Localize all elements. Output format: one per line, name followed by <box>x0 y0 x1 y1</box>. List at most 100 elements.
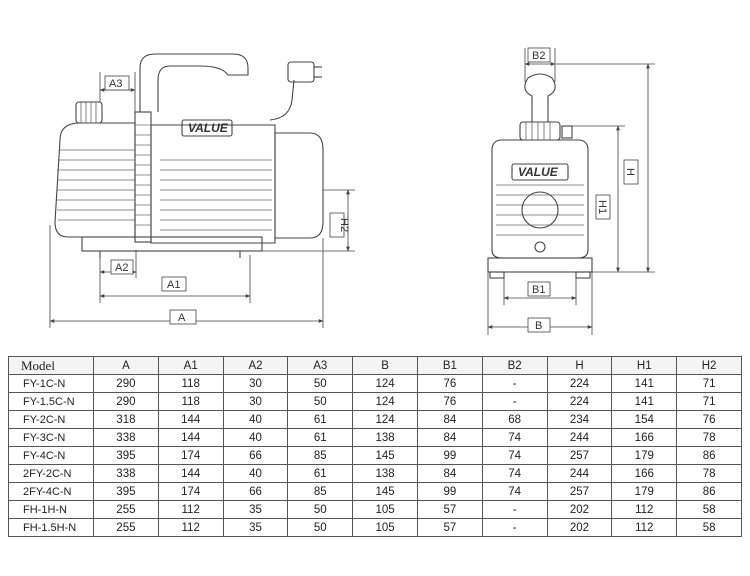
value-cell: 61 <box>287 410 354 429</box>
value-cell: 105 <box>352 518 418 537</box>
value-cell: 179 <box>611 482 678 501</box>
value-cell: 84 <box>416 410 483 429</box>
value-cell: 138 <box>352 464 418 483</box>
dim-label-H1: H1 <box>596 200 608 214</box>
value-cell: 118 <box>157 374 224 393</box>
front-logo-plate <box>511 163 569 181</box>
dim-label-A-side: A <box>178 312 186 324</box>
side-motor-endcap <box>274 132 324 239</box>
value-cell: 118 <box>157 392 224 411</box>
value-cell: 141 <box>611 392 678 411</box>
model-cell: FY-3C-N <box>8 428 94 447</box>
front-base <box>487 257 593 273</box>
value-cell: 144 <box>157 464 224 483</box>
value-cell: 74 <box>481 464 548 483</box>
value-cell: 86 <box>676 482 742 501</box>
value-cell: 40 <box>222 464 289 483</box>
value-cell: 174 <box>157 482 224 501</box>
value-cell: 224 <box>546 374 613 393</box>
value-cell: 50 <box>287 392 354 411</box>
value-cell: 58 <box>676 500 742 519</box>
value-cell: 244 <box>546 428 613 447</box>
value-cell: - <box>481 392 548 411</box>
value-cell: 224 <box>546 392 613 411</box>
dim-label-A1: A1 <box>167 279 180 291</box>
model-cell: FY-1C-N <box>8 374 94 393</box>
col-header-A3: A3 <box>287 356 354 375</box>
value-cell: 57 <box>416 518 483 537</box>
value-cell: 76 <box>416 392 483 411</box>
col-header-B2: B2 <box>481 356 548 375</box>
side-power-cord <box>269 79 295 121</box>
value-cell: 61 <box>287 428 354 447</box>
value-cell: 57 <box>416 500 483 519</box>
model-cell: FH-1.5H-N <box>8 518 94 537</box>
front-top-cap <box>519 121 561 141</box>
value-cell: 145 <box>352 446 418 465</box>
value-cell: 50 <box>287 374 354 393</box>
value-cell: 58 <box>676 518 742 537</box>
front-handle <box>524 73 556 122</box>
value-cell: 99 <box>416 446 483 465</box>
value-cell: 50 <box>287 518 354 537</box>
value-cell: 290 <box>93 392 159 411</box>
dim-label-H: H <box>624 168 636 176</box>
value-cell: 141 <box>611 374 678 393</box>
value-cell: 257 <box>546 446 613 465</box>
dim-label-B2: B2 <box>532 50 545 62</box>
side-view <box>54 53 324 258</box>
model-cell: FH-1H-N <box>8 500 94 519</box>
value-cell: 112 <box>611 518 678 537</box>
value-cell: 318 <box>93 410 159 429</box>
value-cell: 76 <box>416 374 483 393</box>
value-cell: 35 <box>222 518 289 537</box>
value-cell: 112 <box>157 518 224 537</box>
front-brand-logo: VALUE <box>518 165 559 179</box>
value-cell: 202 <box>546 518 613 537</box>
value-cell: 395 <box>93 482 159 501</box>
value-cell: 338 <box>93 464 159 483</box>
col-header-H2: H2 <box>676 356 742 375</box>
side-flange <box>134 111 152 243</box>
value-cell: 338 <box>93 428 159 447</box>
side-oil-cap <box>75 101 103 124</box>
value-cell: 105 <box>352 500 418 519</box>
model-cell: 2FY-4C-N <box>8 482 94 501</box>
table-header-row: Model A A1 A2 A3 B B1 B2 H H1 H2 <box>8 356 742 375</box>
value-cell: 74 <box>481 482 548 501</box>
value-cell: 144 <box>157 410 224 429</box>
value-cell: 68 <box>481 410 548 429</box>
value-cell: 257 <box>546 482 613 501</box>
side-handle <box>139 53 249 112</box>
side-power-plug <box>287 61 315 83</box>
value-cell: 85 <box>287 482 354 501</box>
value-cell: 154 <box>611 410 678 429</box>
col-header-H: H <box>546 356 613 375</box>
front-view <box>487 73 593 279</box>
value-cell: - <box>481 374 548 393</box>
col-header-A2: A2 <box>222 356 289 375</box>
front-center-port <box>521 191 559 229</box>
model-cell: FY-4C-N <box>8 446 94 465</box>
value-cell: 244 <box>546 464 613 483</box>
side-base-plate <box>81 236 263 252</box>
side-logo-plate <box>181 119 233 137</box>
front-pump-body <box>491 139 589 259</box>
value-cell: 144 <box>157 428 224 447</box>
value-cell: 74 <box>481 446 548 465</box>
col-header-model: Model <box>8 356 94 375</box>
value-cell: 78 <box>676 428 742 447</box>
dim-label-A3: A3 <box>109 78 122 90</box>
value-cell: 50 <box>287 500 354 519</box>
value-cell: 84 <box>416 464 483 483</box>
value-cell: - <box>481 518 548 537</box>
dim-label-B: B <box>535 320 542 332</box>
value-cell: 112 <box>611 500 678 519</box>
value-cell: 112 <box>157 500 224 519</box>
